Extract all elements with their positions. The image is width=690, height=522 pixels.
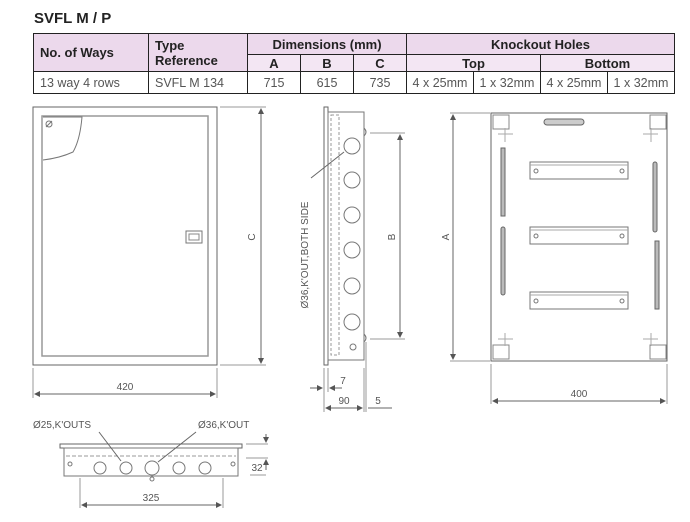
header-bottom: Bottom — [540, 54, 675, 72]
page-title: SVFL M / P — [34, 10, 112, 27]
bottom-height-label: 32 — [251, 463, 263, 474]
side-depth-label: 90 — [338, 396, 350, 407]
header-type-reference: Type Reference — [148, 33, 248, 72]
cell-ways: 13 way 4 rows — [33, 71, 149, 94]
front-view — [32, 106, 266, 398]
cell-top-25: 4 x 25mm — [406, 71, 474, 94]
header-dim-c: C — [353, 54, 407, 72]
back-view — [450, 112, 668, 404]
table-row: 13 way 4 rows SVFL M 134 715 615 735 4 x… — [33, 71, 675, 94]
bottom-k25-label: Ø25,K'OUTS — [33, 420, 91, 431]
back-width-label: 400 — [571, 389, 588, 400]
header-top: Top — [406, 54, 541, 72]
cell-dim-b: 615 — [300, 71, 354, 94]
cell-dim-a: 715 — [247, 71, 301, 94]
side-height-label: B — [387, 233, 398, 240]
cell-dim-c: 735 — [353, 71, 407, 94]
back-height-label: A — [441, 233, 452, 240]
header-dimensions: Dimensions (mm) — [247, 33, 407, 55]
side-flange-label: 7 — [340, 376, 346, 387]
spec-table: No. of Ways Type Reference Dimensions (m… — [33, 33, 675, 94]
front-width-label: 420 — [117, 382, 134, 393]
cell-top-32: 1 x 32mm — [473, 71, 541, 94]
side-offset-label: 5 — [375, 396, 381, 407]
side-view — [310, 106, 405, 412]
header-type-reference-text: Type Reference — [155, 37, 218, 68]
cell-bottom-25: 4 x 25mm — [540, 71, 608, 94]
bottom-view — [59, 431, 269, 508]
bottom-k36-label: Ø36,K'OUT — [198, 420, 249, 431]
bottom-width-label: 325 — [143, 493, 160, 504]
header-dim-b: B — [300, 54, 354, 72]
cell-bottom-32: 1 x 32mm — [607, 71, 675, 94]
cell-type: SVFL M 134 — [148, 71, 248, 94]
side-knockout-label: Ø36,K'OUT,BOTH SIDE — [300, 201, 311, 308]
front-height-label: C — [247, 233, 258, 240]
